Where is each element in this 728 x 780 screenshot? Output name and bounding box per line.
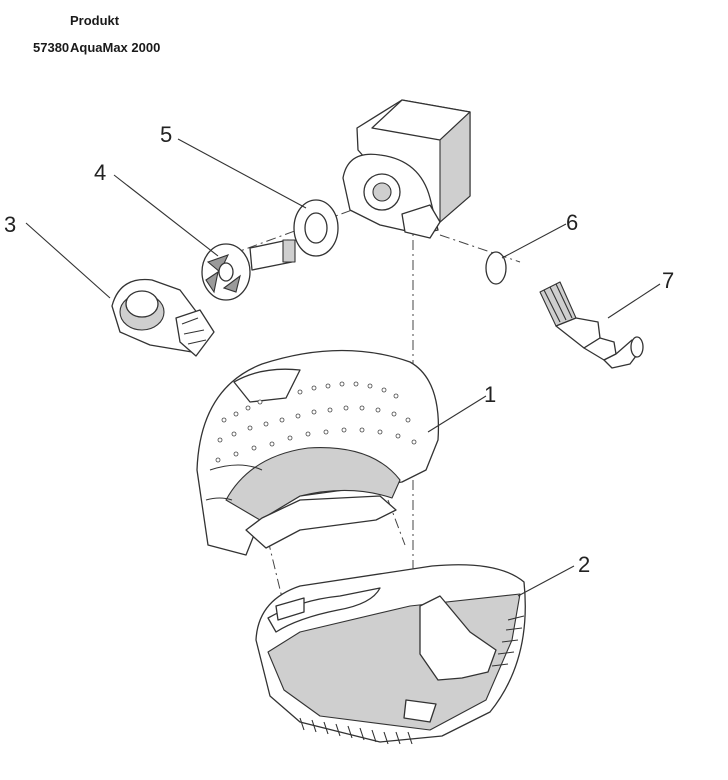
callout-4: 4 bbox=[94, 160, 106, 185]
leader-lines bbox=[25, 138, 661, 597]
product-name: AquaMax 2000 bbox=[70, 40, 161, 55]
callout-1: 1 bbox=[484, 382, 496, 407]
sealing-ring-part-5 bbox=[293, 199, 339, 257]
filter-basket-upper-part-1 bbox=[196, 349, 440, 556]
housing-lower-part-2 bbox=[255, 564, 526, 745]
o-ring-part-6 bbox=[485, 251, 507, 285]
column-header-produkt: Produkt bbox=[70, 13, 120, 28]
perforation-holes bbox=[215, 381, 417, 463]
callout-7: 7 bbox=[662, 268, 674, 293]
impeller-part-4 bbox=[201, 239, 296, 301]
callout-2: 2 bbox=[578, 552, 590, 577]
motor-block bbox=[342, 99, 471, 239]
callout-6: 6 bbox=[566, 210, 578, 235]
hose-adapter-part-7 bbox=[539, 281, 644, 369]
product-code: 57380 bbox=[33, 40, 70, 55]
pump-cover-part-3 bbox=[111, 278, 215, 357]
callout-5: 5 bbox=[160, 122, 172, 147]
callout-3: 3 bbox=[4, 212, 16, 237]
